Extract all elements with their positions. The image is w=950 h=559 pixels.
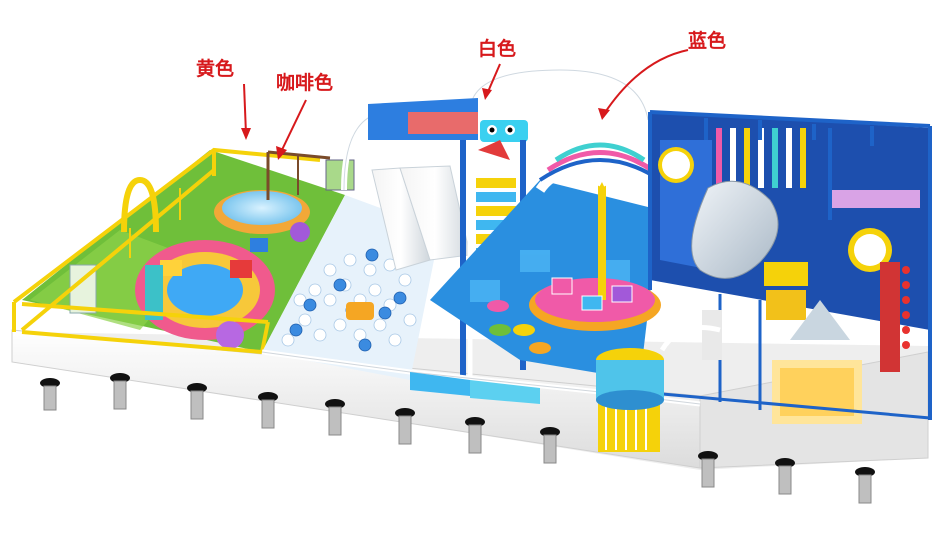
base-platform: [11, 329, 929, 470]
carousel-zone: [430, 142, 671, 380]
annotation-label-white: 白色: [478, 38, 517, 60]
yellow-gate: [598, 400, 660, 452]
arrow-blue: [598, 49, 689, 120]
pedestal-foot: [540, 427, 560, 464]
pedestal-foot: [325, 399, 345, 436]
pedestal-foot: [187, 383, 207, 420]
pedestal-foot: [40, 378, 60, 411]
platform-feet: [40, 373, 875, 504]
pedestal-foot: [258, 392, 278, 429]
arrow-white: [482, 63, 501, 100]
pedestal-foot: [855, 467, 875, 504]
pedestal-foot: [395, 408, 415, 445]
pedestal-foot: [775, 458, 795, 495]
pedestal-foot: [110, 373, 130, 410]
annotation-label-brown: 咖啡色: [276, 72, 334, 94]
yellow-frame: [12, 147, 321, 354]
pedestal-foot: [465, 417, 485, 454]
annotation-arrows: [241, 49, 689, 160]
arrow-yellow: [241, 83, 251, 140]
arrow-brown: [276, 99, 307, 160]
annotation-label-blue: 蓝色: [688, 30, 727, 52]
blue-frame: [639, 110, 932, 420]
yellow-arch: [121, 176, 159, 233]
ball-pit-zone: [262, 165, 471, 380]
front-fence: [261, 310, 722, 452]
annotation-label-yellow: 黄色: [196, 58, 235, 80]
pedestal-foot: [698, 451, 718, 488]
tube-slide: [691, 180, 779, 279]
toddler-zone: [22, 150, 355, 352]
right-tower: [650, 112, 930, 424]
